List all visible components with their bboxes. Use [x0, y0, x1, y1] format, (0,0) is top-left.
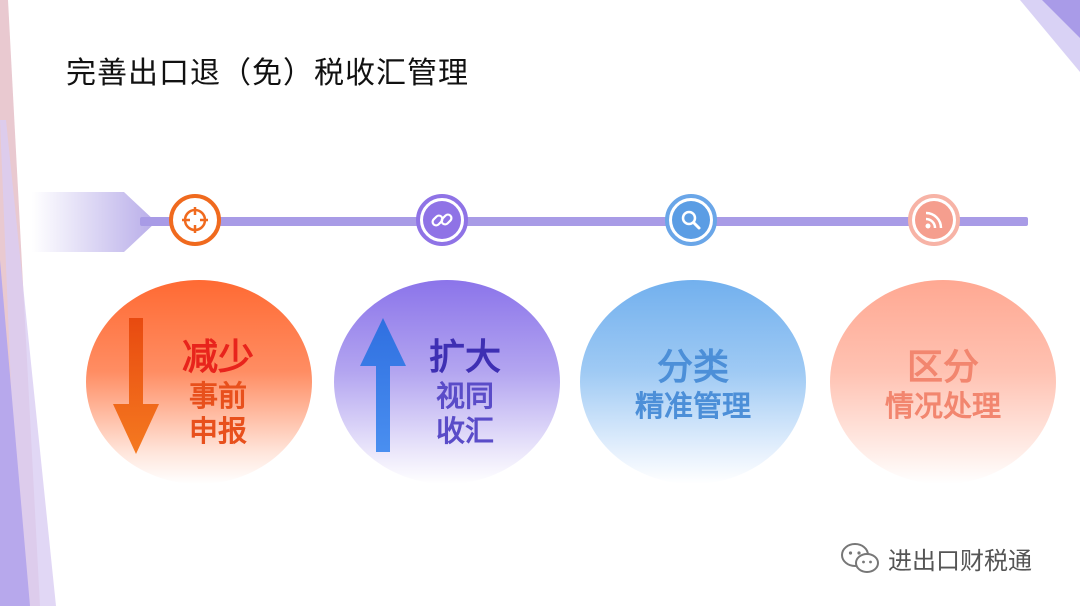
- link-icon: [423, 201, 461, 239]
- timeline-node-4: [908, 194, 960, 246]
- card-classify-line1: 精准管理: [634, 389, 751, 424]
- card-expand: [334, 280, 560, 484]
- left-decoration: [0, 0, 56, 606]
- timeline-node-2: [416, 194, 468, 246]
- down-arrow-icon: [113, 318, 159, 454]
- page-title: 完善出口退（免）税收汇管理: [66, 56, 469, 91]
- card-reduce-heading: 减少: [181, 337, 254, 378]
- card-expand-line1: 视同: [435, 379, 494, 414]
- up-arrow-icon: [360, 318, 406, 452]
- card-reduce-line1: 事前: [188, 379, 247, 414]
- wechat-icon: [841, 542, 879, 573]
- card-classify: [580, 280, 806, 484]
- timeline-line: [140, 217, 1028, 226]
- card-distinguish-heading: 区分: [906, 347, 979, 388]
- rss-icon: [915, 201, 953, 239]
- crosshair-icon: [176, 201, 214, 239]
- card-distinguish-text: 区分 情况处理: [863, 346, 1023, 424]
- card-reduce-text: 减少 事前 申报: [170, 336, 266, 449]
- timeline-node-1: [169, 194, 221, 246]
- card-reduce: [86, 280, 312, 484]
- card-reduce-line2: 申报: [188, 413, 247, 448]
- card-expand-text: 扩大 视同 收汇: [417, 336, 513, 449]
- timeline-node-3: [665, 194, 717, 246]
- watermark: 进出口财税通: [840, 541, 1032, 576]
- card-expand-line2: 收汇: [435, 413, 494, 448]
- search-icon: [672, 201, 710, 239]
- card-classify-heading: 分类: [656, 347, 729, 388]
- right-decoration: [1020, 0, 1080, 72]
- card-classify-text: 分类 精准管理: [613, 346, 773, 424]
- card-distinguish-line1: 情况处理: [884, 389, 1001, 424]
- watermark-text: 进出口财税通: [888, 547, 1032, 575]
- card-distinguish: [830, 280, 1056, 484]
- timeline-start-arrow: [32, 192, 156, 252]
- card-expand-heading: 扩大: [428, 337, 501, 378]
